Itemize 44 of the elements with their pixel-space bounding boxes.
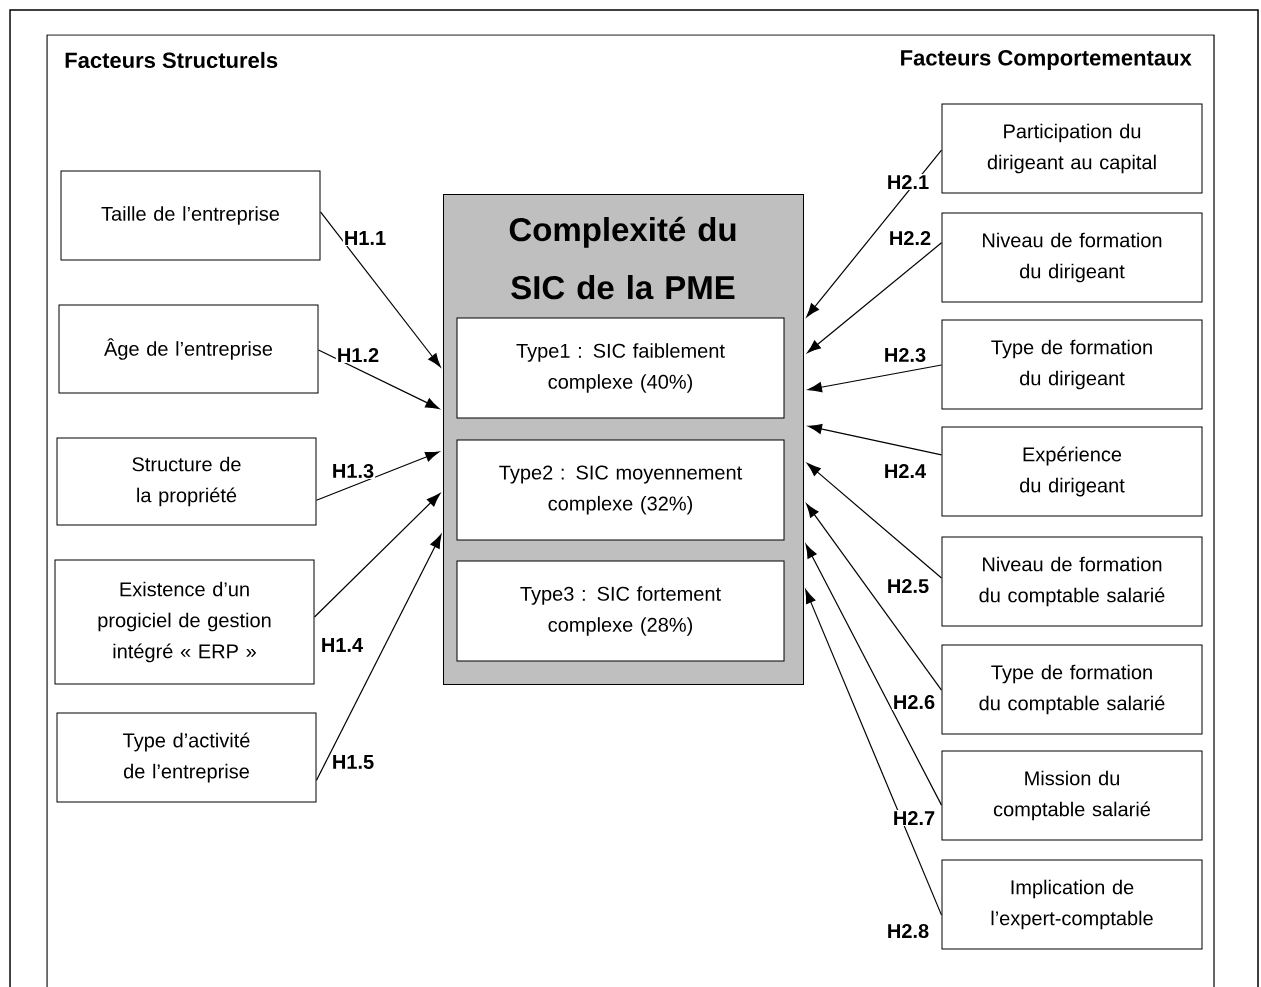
arrow [806, 503, 943, 691]
factor-box: Niveau de formation du dirigeant [941, 212, 1203, 303]
factor-box: Expérience du dirigeant [941, 426, 1203, 517]
arrow [808, 364, 943, 393]
edge-label: H2.7 [891, 810, 937, 826]
arrow [313, 493, 441, 618]
factor-box: Mission du comptable salarié [941, 750, 1203, 841]
edge-label: H2.5 [885, 577, 931, 595]
factor-box: Niveau de formation du comptable salarié [941, 536, 1203, 627]
factor-box: Type de formation du dirigeant [941, 319, 1203, 410]
factor-box: Âge de l’entreprise [58, 304, 319, 394]
edge-label: H2.4 [882, 463, 928, 479]
arrow [806, 149, 943, 318]
edge-label: H1.5 [330, 754, 376, 770]
arrow [317, 349, 440, 410]
factor-box: Type de formation du comptable salarié [941, 644, 1203, 735]
factor-box: Participation du dirigeant au capital [941, 103, 1203, 194]
arrow [315, 534, 442, 781]
edge-label: H1.2 [335, 347, 381, 363]
type-box: Type3 : SIC fortement complexe (28%) [456, 560, 785, 662]
arrow [315, 451, 440, 501]
factor-box: Implication de l’expert-comptable [941, 859, 1203, 950]
edge-label: H2.3 [882, 346, 928, 364]
section-heading: Facteurs Structurels [65, 51, 278, 69]
arrow [806, 463, 943, 579]
factor-box: Structure de la propriété [56, 437, 317, 526]
arrow [808, 423, 943, 456]
edge-label: H2.6 [891, 693, 937, 711]
factor-box: Taille de l’entreprise [60, 170, 321, 261]
arrow [805, 589, 943, 916]
edge-label: H1.1 [342, 230, 388, 246]
section-heading: Facteurs Comportementaux [901, 50, 1192, 70]
factor-box: Type d’activité de l’entreprise [56, 712, 317, 803]
edge-label: H1.3 [330, 462, 376, 480]
arrow [319, 211, 441, 368]
arrow [807, 242, 943, 354]
arrow [805, 544, 943, 806]
edge-label: H2.8 [885, 922, 931, 940]
type-box: Type1 : SIC faiblement complexe (40%) [456, 317, 785, 419]
edge-label: H2.2 [887, 230, 933, 246]
edge-label: H1.4 [319, 637, 365, 653]
edge-label: H2.1 [885, 174, 931, 190]
type-box: Type2 : SIC moyennement complexe (32%) [456, 439, 785, 541]
factor-box: Existence d’un progiciel de gestion intégré « ERP » [54, 559, 315, 685]
